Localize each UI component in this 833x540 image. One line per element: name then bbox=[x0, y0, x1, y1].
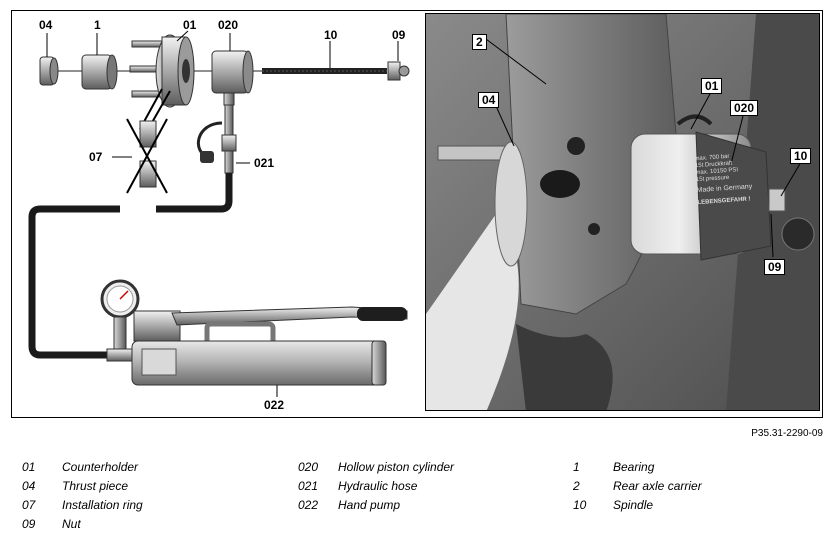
thrust-piece-04 bbox=[437, 141, 528, 267]
legend-text: Bearing bbox=[613, 460, 655, 474]
legend-item: 01 Counterholder bbox=[22, 460, 242, 474]
counterholder-01 bbox=[129, 34, 195, 108]
hollow-piston-cylinder-020 bbox=[630, 131, 772, 261]
legend-text: Spindle bbox=[613, 498, 654, 512]
spindle-10 bbox=[262, 68, 387, 74]
installed-tool-photo: max. 700 bar 15t Druckkraft max. 10150 P… bbox=[425, 13, 820, 411]
legend-text: Installation ring bbox=[62, 498, 143, 512]
legend-code: 020 bbox=[298, 460, 319, 474]
photo-callout-09: 09 bbox=[764, 259, 786, 275]
legend-text: Hydraulic hose bbox=[338, 479, 418, 493]
hollow-piston-cylinder-020 bbox=[211, 50, 254, 106]
nut-09 bbox=[387, 61, 410, 81]
legend-code: 022 bbox=[298, 498, 319, 512]
legend-item: 021 Hydraulic hose bbox=[298, 479, 518, 493]
callout-01: 01 bbox=[183, 18, 197, 32]
cylinder-label: max. 700 bar 15t Druckkraft max. 10150 P… bbox=[694, 152, 759, 207]
legend-text: Hollow piston cylinder bbox=[338, 460, 455, 474]
legend-code: 021 bbox=[298, 479, 319, 493]
photo-callout-04: 04 bbox=[478, 92, 500, 108]
photo-callout-020: 020 bbox=[730, 100, 759, 116]
legend-item: 04 Thrust piece bbox=[22, 479, 242, 493]
legend-item: 07 Installation ring bbox=[22, 498, 242, 512]
legend-code: 2 bbox=[573, 479, 580, 493]
legend-item: 09 Nut bbox=[22, 517, 242, 531]
callout-021: 021 bbox=[254, 156, 275, 170]
thrust-piece-04 bbox=[39, 56, 59, 86]
legend-item: 10 Spindle bbox=[573, 498, 793, 512]
legend-text: Hand pump bbox=[338, 498, 401, 512]
legend-code: 07 bbox=[22, 498, 36, 512]
figure-reference: P35.31-2290-09 bbox=[751, 428, 823, 439]
callout-020: 020 bbox=[218, 18, 239, 32]
counterholder-01 bbox=[676, 114, 713, 126]
legend-text: Rear axle carrier bbox=[613, 479, 702, 493]
tool-illustration bbox=[28, 30, 410, 397]
photo-callout-10: 10 bbox=[790, 148, 812, 164]
hand-pump-022 bbox=[100, 279, 408, 397]
hydraulic-hose-021 bbox=[28, 104, 250, 359]
callout-1: 1 bbox=[94, 18, 101, 32]
callout-09: 09 bbox=[392, 28, 406, 42]
legend-code: 09 bbox=[22, 517, 36, 531]
photo-callout-2: 2 bbox=[472, 34, 487, 50]
callout-04: 04 bbox=[39, 18, 53, 32]
legend-code: 01 bbox=[22, 460, 36, 474]
figure-frame: 04 1 01 020 10 09 07 021 022 bbox=[11, 10, 823, 418]
installation-ring-07 bbox=[112, 88, 171, 194]
bearing-1 bbox=[81, 54, 118, 90]
legend-item: 2 Rear axle carrier bbox=[573, 479, 793, 493]
callout-07: 07 bbox=[89, 150, 103, 164]
legend-text: Thrust piece bbox=[62, 479, 129, 493]
legend-item: 1 Bearing bbox=[573, 460, 793, 474]
callout-10: 10 bbox=[324, 28, 338, 42]
legend-item: 020 Hollow piston cylinder bbox=[298, 460, 518, 474]
legend-code: 10 bbox=[573, 498, 587, 512]
legend-code: 1 bbox=[573, 460, 580, 474]
photo-callout-01: 01 bbox=[701, 78, 723, 94]
exploded-tool-diagram: 04 1 01 020 10 09 07 021 022 bbox=[12, 11, 424, 417]
legend-text: Counterholder bbox=[62, 460, 139, 474]
cylinder-label-line: Made in Germany bbox=[696, 183, 753, 195]
legend-item: 022 Hand pump bbox=[298, 498, 518, 512]
legend-code: 04 bbox=[22, 479, 36, 493]
callout-022: 022 bbox=[264, 398, 285, 412]
legend-text: Nut bbox=[62, 517, 81, 531]
photo-illustration bbox=[426, 14, 819, 410]
nut-09 bbox=[768, 188, 815, 251]
